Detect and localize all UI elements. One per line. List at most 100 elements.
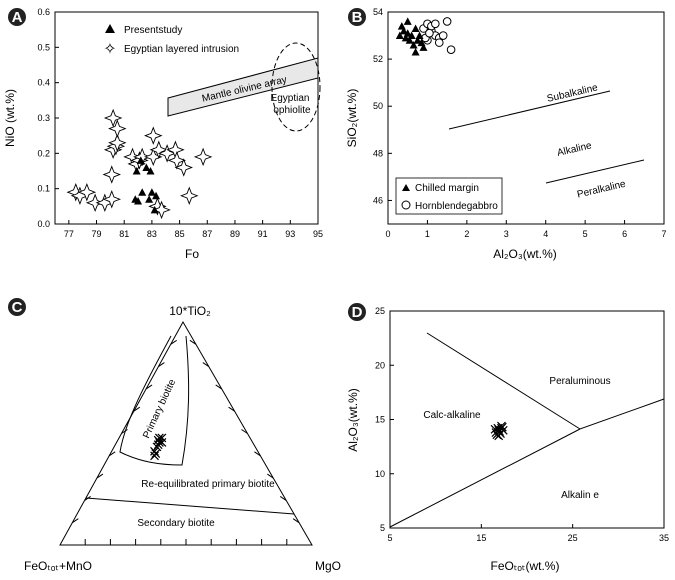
chilled-margin-point xyxy=(395,31,404,40)
panel-b-frame xyxy=(387,11,665,225)
legend-a-star-icon: ✧ xyxy=(103,41,116,58)
legend-b-chilled-margin: Chilled margin xyxy=(415,183,479,194)
presentstudy-point xyxy=(145,195,154,203)
legend-a-layered-intrusion: Egyptian layered intrusion xyxy=(124,44,239,55)
hornblendegabbro-point xyxy=(425,28,434,38)
layered-intrusion-point xyxy=(77,182,97,202)
panel-b-xtick-label: 3 xyxy=(504,229,509,239)
chilled-margin-point xyxy=(413,36,422,44)
legend-a-presentstudy: Presentstudy xyxy=(124,25,182,36)
panel-a-ytick-label: 0.3 xyxy=(37,113,50,123)
panel-b-ytick-label: 46 xyxy=(373,195,383,205)
panel-label-b: B xyxy=(352,9,363,26)
alkaline-peralkaline-boundary xyxy=(545,159,645,184)
panel-a-ytick-label: 0.4 xyxy=(37,78,50,88)
panel-label-d: D xyxy=(352,304,363,321)
panel-c: C Primary biotite Re-equilibrated primar… xyxy=(8,298,341,573)
panel-d-xtick-label: 15 xyxy=(476,533,486,543)
panel-a-ytick-label: 0.1 xyxy=(37,184,50,194)
field-alkaline: Alkalin e xyxy=(561,490,599,501)
panel-label-c: C xyxy=(12,299,23,316)
biotite-point xyxy=(157,437,167,447)
hornblendegabbro-point xyxy=(431,19,440,29)
hornblendegabbro-point xyxy=(438,31,448,40)
ternary-tick-mark xyxy=(158,362,165,368)
layered-intrusion-point xyxy=(132,147,152,167)
layered-intrusion-point xyxy=(102,165,121,184)
panel-a-ytick-label: 0.0 xyxy=(37,219,50,229)
ternary-tick-mark xyxy=(279,495,287,501)
panel-b-xtick-label: 7 xyxy=(661,229,666,239)
ternary-tick-mark xyxy=(170,339,177,345)
panel-a-ytick-label: 0.5 xyxy=(37,42,50,52)
legend-b-triangle-icon xyxy=(402,184,410,191)
panel-d-points xyxy=(490,421,508,441)
panel-d-ylabel: Al₂O₃(wt.%) xyxy=(346,388,360,452)
layered-intrusion-point xyxy=(193,147,213,167)
chilled-margin-point xyxy=(411,24,420,32)
chilled-margin-point xyxy=(411,48,420,56)
field-peralkaline: Peralkaline xyxy=(576,179,627,201)
panel-a-xtick-label: 79 xyxy=(92,229,102,239)
panel-a-xtick-label: 81 xyxy=(119,229,129,239)
presentstudy-point xyxy=(152,191,161,200)
biotite-point xyxy=(151,449,161,458)
layered-intrusion-point xyxy=(152,200,171,220)
panel-d-ytick-label: 20 xyxy=(375,360,385,370)
legend-b-hornblendegabbro: Hornblendegabbro xyxy=(415,201,498,212)
layered-intrusion-point xyxy=(108,133,127,152)
field-re-equilibrated-primary-biotite: Re-equilibrated primary biotite xyxy=(141,479,275,490)
presentstudy-point xyxy=(132,167,141,175)
panel-a-xtick-label: 87 xyxy=(202,229,212,239)
apex-label-left: FeOₜₒₜ+MnO xyxy=(24,559,92,573)
presentstudy-point xyxy=(138,188,147,196)
ternary-tick-mark xyxy=(215,384,222,390)
panel-b-xtick-label: 1 xyxy=(425,229,430,239)
presentstudy-point xyxy=(147,188,156,196)
panel-b-xtick-label: 6 xyxy=(622,229,627,239)
presentstudy-point xyxy=(134,197,143,205)
panel-b-points xyxy=(395,17,456,56)
panel-d-ytick-label: 5 xyxy=(380,523,385,533)
chilled-margin-point xyxy=(407,31,416,40)
layered-intrusion-point xyxy=(157,144,177,163)
field-peraluminous: Peraluminous xyxy=(549,376,610,387)
secondary-biotite-boundary xyxy=(85,497,295,515)
panel-d-xtick-label: 35 xyxy=(659,533,669,543)
apex-label-top: 10*TiO₂ xyxy=(169,304,211,318)
hornblendegabbro-point xyxy=(442,17,452,26)
panel-a-ylabel: NiO (wt.%) xyxy=(3,89,17,147)
ternary-tick-mark xyxy=(108,451,116,457)
panel-d-xtick-label: 25 xyxy=(568,533,578,543)
calc-alkaline-alkaline-boundary xyxy=(389,428,581,528)
field-subalkaline: Subalkaline xyxy=(546,82,599,104)
sample-point xyxy=(497,421,506,431)
ternary-tick-mark xyxy=(267,473,274,479)
ternary-tick-mark xyxy=(121,429,128,434)
layered-intrusion-point xyxy=(102,190,121,209)
panel-a-xtick-label: 83 xyxy=(147,229,157,239)
panel-label-b-badge xyxy=(348,8,366,26)
sample-point xyxy=(490,424,500,434)
panel-label-c-badge xyxy=(8,298,26,316)
panel-b-ylabel: SiO₂(wt.%) xyxy=(345,89,359,148)
presentstudy-point xyxy=(142,163,151,171)
presentstudy-point xyxy=(136,156,145,164)
ternary-tick-mark xyxy=(145,384,153,390)
sample-point xyxy=(494,431,504,441)
chilled-margin-point xyxy=(399,26,408,35)
panel-a-ytick-label: 0.6 xyxy=(37,7,50,17)
panel-d-ytick-label: 10 xyxy=(375,469,385,479)
biotite-point xyxy=(150,451,159,461)
ternary-tick-mark xyxy=(228,406,235,412)
panel-a-xtick-label: 91 xyxy=(258,229,268,239)
layered-intrusion-point xyxy=(144,126,163,145)
panel-d-xlabel: FeOₜₒₜ(wt.%) xyxy=(491,559,560,573)
layered-intrusion-point xyxy=(108,119,127,138)
presentstudy-point xyxy=(150,205,159,214)
layered-intrusion-point xyxy=(103,108,123,128)
panel-a-points xyxy=(66,108,213,220)
